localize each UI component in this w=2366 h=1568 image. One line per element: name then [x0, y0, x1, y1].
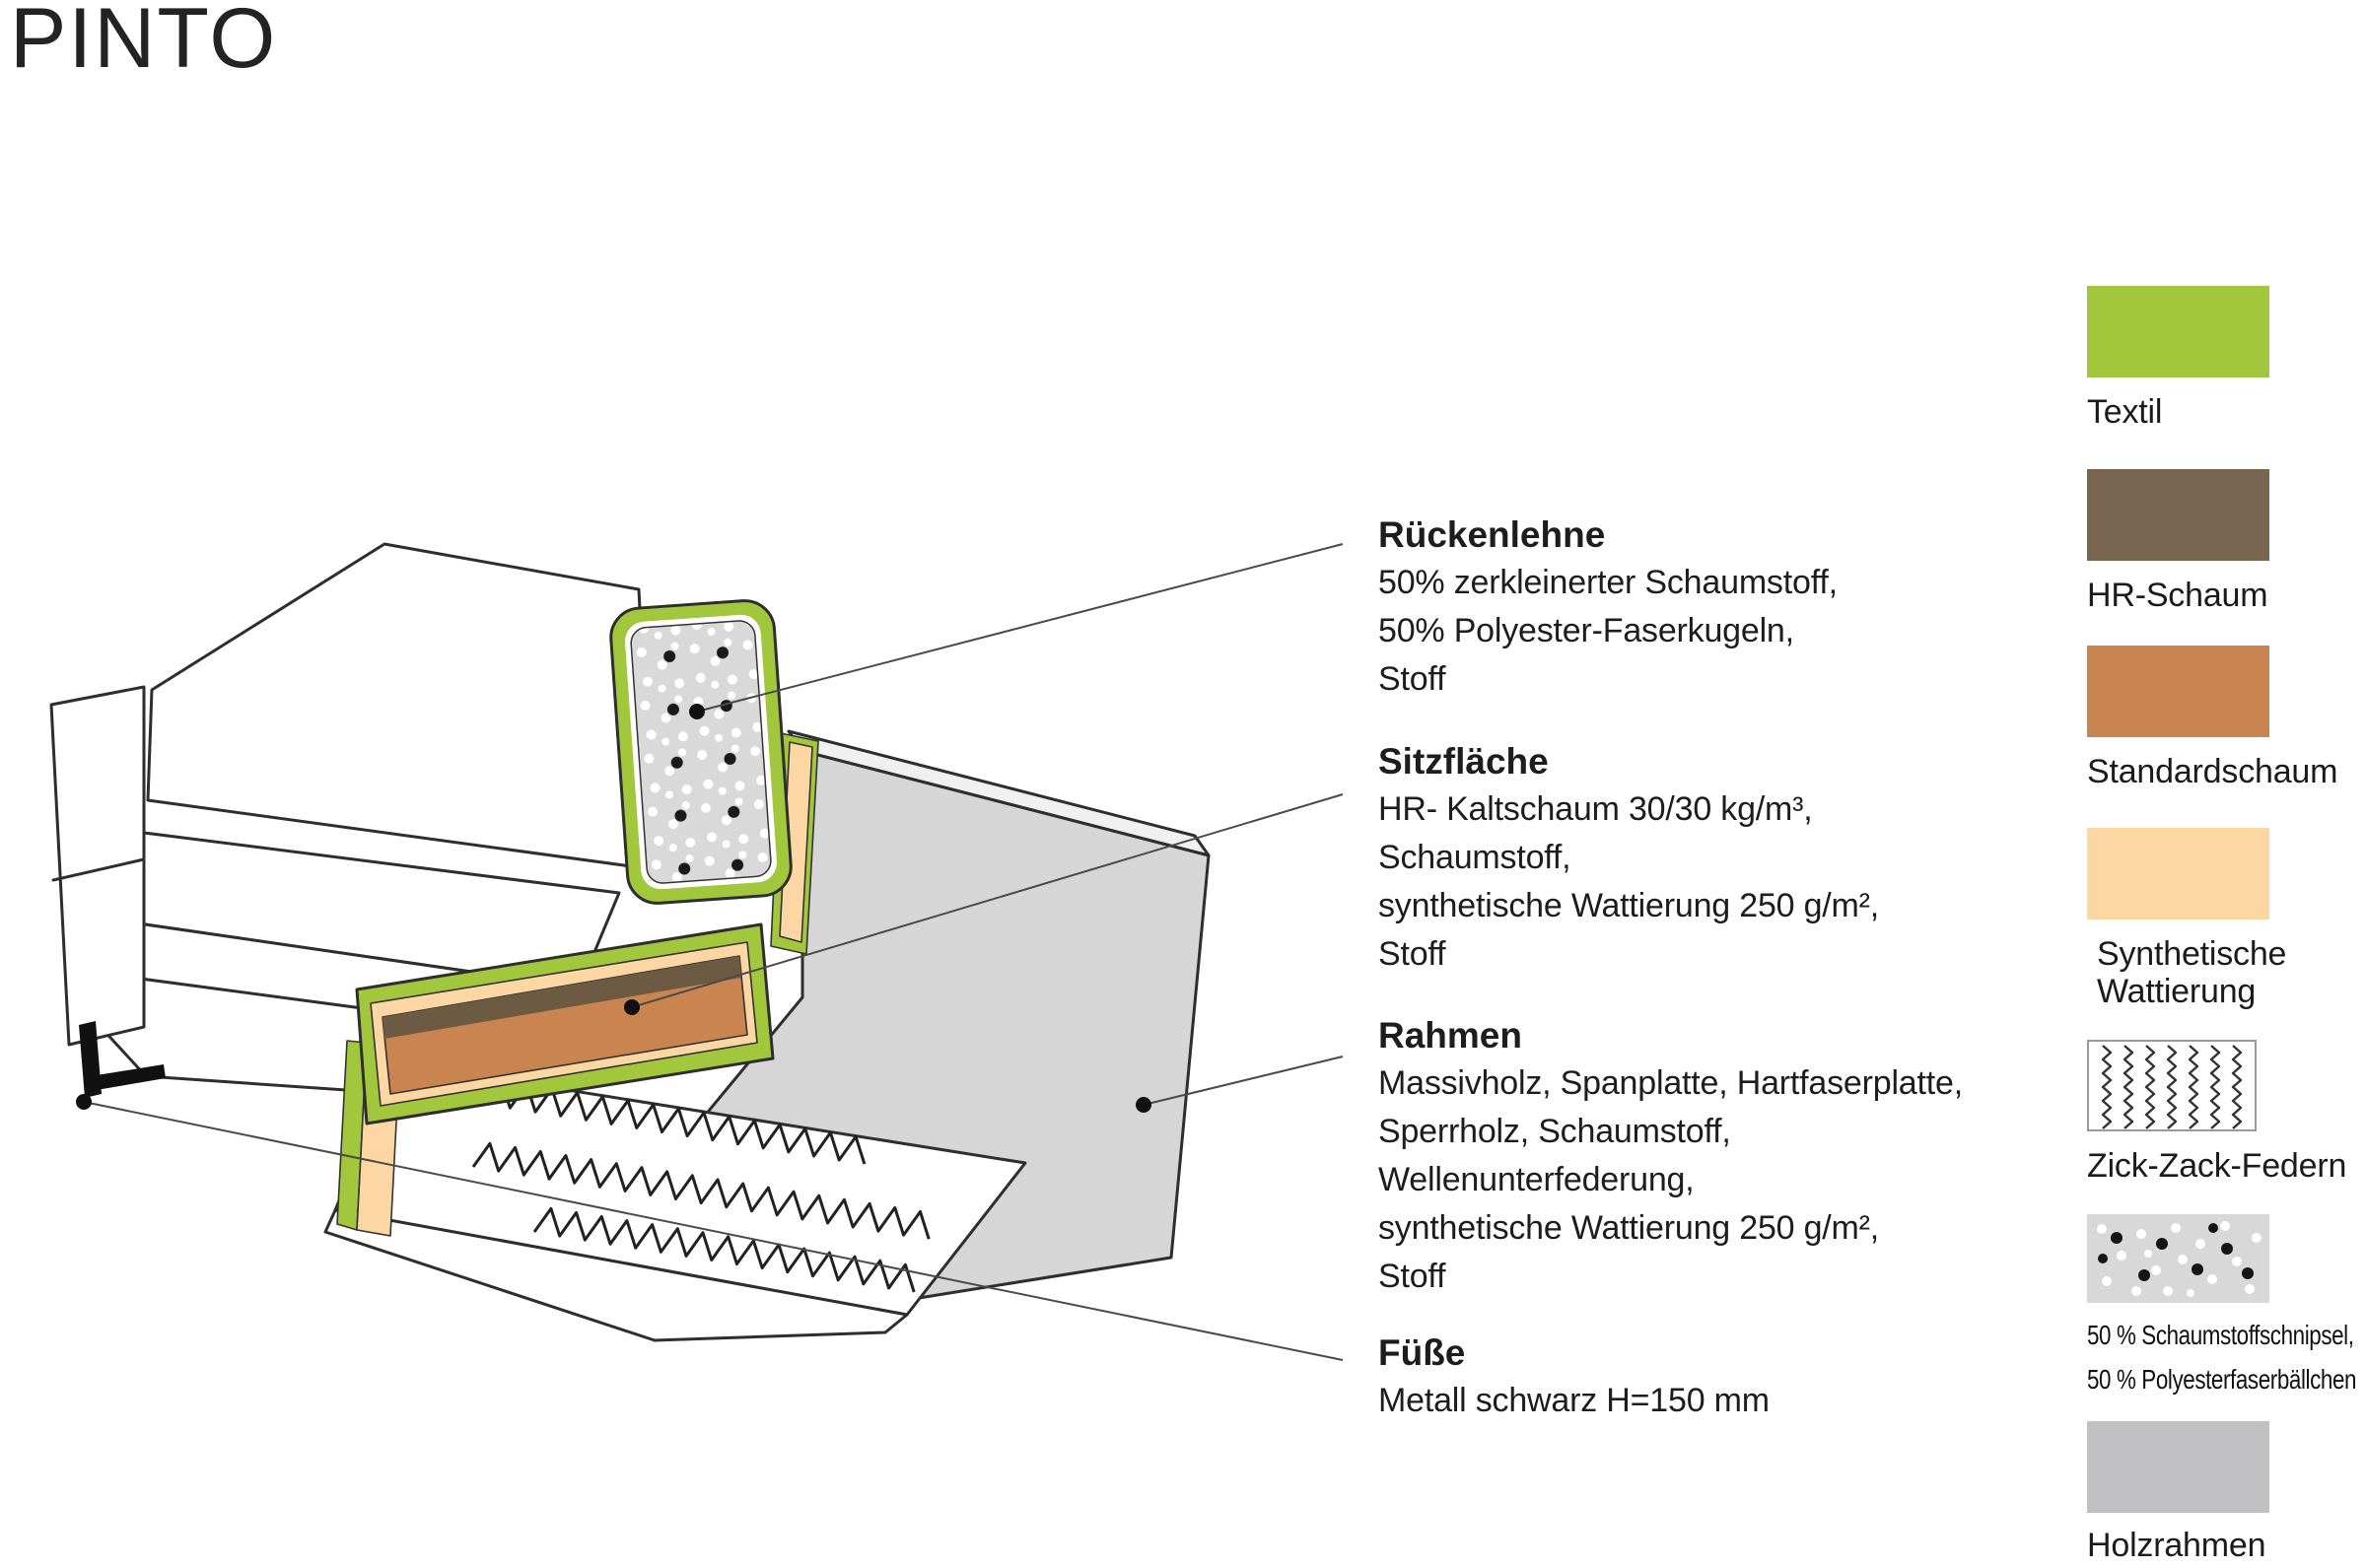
legend-label-wattierung-line1: Synthetische	[2097, 935, 2287, 973]
metal-foot	[79, 1021, 166, 1098]
callout-heading: Rahmen	[1378, 1015, 1522, 1056]
callout-line: HR- Kaltschaum 30/30 kg/m³,	[1378, 790, 1813, 828]
legend-item-zickzack: Zick-Zack-Federn	[2087, 1040, 2366, 1189]
dot-fuesse	[76, 1094, 92, 1110]
legend-item-standardschaum: Standardschaum	[2087, 646, 2366, 794]
dot-rueckenlehne	[689, 704, 705, 719]
back-cushion-cutaway	[609, 599, 793, 905]
seat-foam-cutaway	[355, 922, 775, 1125]
callout-rahmen: Rahmen Massivholz, Spanplatte, Hartfaser…	[1378, 1011, 2088, 1301]
wattierung-swatch	[2087, 828, 2269, 920]
callout-line: 50% Polyester-Faserkugeln,	[1378, 612, 1794, 649]
back-cushion	[146, 542, 655, 871]
callout-line: synthetische Wattierung 250 g/m²,	[1378, 1209, 1880, 1247]
callout-line: Metall schwarz H=150 mm	[1378, 1382, 1770, 1419]
legend-item-wattierung: Synthetische Wattierung	[2087, 828, 2366, 1014]
panel-upholstery-layers	[770, 732, 819, 955]
leader-rueckenlehne	[696, 543, 1344, 713]
legend-item-textil: Textil	[2087, 286, 2366, 435]
legend-label-schnipsel-line2: 50 % Polyesterfaserbällchen	[2087, 1364, 2357, 1395]
standardschaum-swatch	[2087, 646, 2269, 737]
callout-heading: Füße	[1378, 1332, 1466, 1373]
callout-heading: Sitzfläche	[1378, 741, 1549, 782]
callout-dots	[76, 704, 1151, 1113]
legend-label-holzrahmen: Holzrahmen	[2087, 1527, 2266, 1564]
legend-label-textil: Textil	[2087, 393, 2163, 431]
legend-label-standardschaum: Standardschaum	[2087, 753, 2338, 790]
callout-line: Sperrholz, Schaumstoff,	[1378, 1113, 1731, 1150]
callout-heading: Rückenlehne	[1378, 514, 1606, 555]
dot-sitzflaeche	[624, 999, 640, 1015]
armrest	[49, 685, 146, 1047]
legend-item-hr-schaum: HR-Schaum	[2087, 469, 2366, 618]
legend-label-wattierung-line2: Wattierung	[2097, 973, 2257, 1010]
callout-line: Stoff	[1378, 660, 1446, 698]
callout-line: 50% zerkleinerter Schaumstoff,	[1378, 564, 1838, 601]
leader-rahmen	[1143, 1056, 1344, 1106]
holzrahmen-swatch	[2087, 1421, 2269, 1513]
callout-sitzflaeche: Sitzfläche HR- Kaltschaum 30/30 kg/m³, S…	[1378, 737, 2088, 979]
callout-line: Wellenunterfederung,	[1378, 1161, 1695, 1198]
legend-item-holzrahmen: Holzrahmen	[2087, 1421, 2366, 1568]
legend-label-hr-schaum: HR-Schaum	[2087, 577, 2268, 614]
callout-line: synthetische Wattierung 250 g/m²,	[1378, 887, 1880, 924]
legend-label-schnipsel-line1: 50 % Schaumstoffschnipsel,	[2087, 1320, 2354, 1350]
zickzack-swatch	[2087, 1040, 2257, 1131]
callout-rueckenlehne: Rückenlehne 50% zerkleinerter Schaumstof…	[1378, 511, 2088, 704]
legend-item-schnipsel: 50 % Schaumstoffschnipsel, 50 % Polyeste…	[2087, 1214, 2366, 1401]
legend-label-zickzack: Zick-Zack-Federn	[2087, 1147, 2347, 1185]
dot-rahmen	[1136, 1097, 1151, 1113]
schnipsel-swatch	[2087, 1214, 2269, 1303]
callout-fuesse: Füße Metall schwarz H=150 mm	[1378, 1329, 2088, 1425]
callout-line: Schaumstoff,	[1378, 839, 1571, 876]
callout-line: Stoff	[1378, 1258, 1446, 1295]
callout-lines	[83, 543, 1344, 1361]
leader-sitzflaeche	[631, 793, 1344, 1008]
page-title: PINTO	[10, 0, 278, 86]
callout-line: Massivholz, Spanplatte, Hartfaserplatte,	[1378, 1064, 1963, 1102]
leader-fuesse	[83, 1101, 1344, 1361]
textil-swatch	[2087, 286, 2269, 377]
hr-schaum-swatch	[2087, 469, 2269, 561]
callout-line: Stoff	[1378, 935, 1446, 973]
